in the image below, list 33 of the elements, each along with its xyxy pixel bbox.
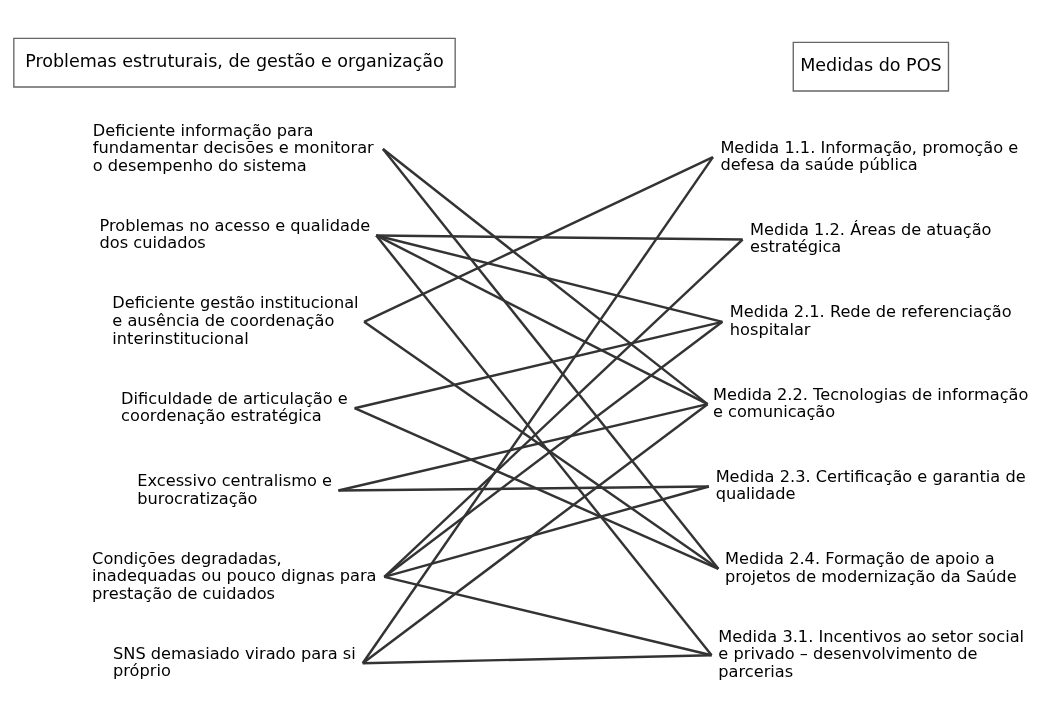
node-text: Medida 2.4. Formação de apoio a projetos de modernização da Saúde	[725, 548, 1017, 586]
node-text: Dificuldade de articulação e coordenação estratégica	[121, 388, 348, 425]
node-text: Medida 2.2. Tecnologias de informação e comunicação	[712, 384, 1029, 421]
connector	[354, 320, 723, 409]
connector	[382, 147, 709, 405]
connector	[361, 402, 709, 664]
connector	[363, 155, 714, 323]
connector	[376, 233, 743, 241]
connector	[361, 155, 714, 664]
node-text: Deficiente gestão institucional e ausência de coordenação interinstitucional	[112, 292, 359, 348]
connector	[338, 484, 709, 492]
node-text: Medida 2.1. Rede de referenciação hospitalar	[729, 301, 1012, 339]
connector	[354, 406, 719, 570]
node-text: Medida 1.1. Informação, promoção e defesa da saúde pública	[720, 137, 1019, 174]
connector	[382, 147, 720, 570]
connector	[384, 575, 712, 656]
node-text: Medida 1.2. Áreas de atuação estratégica	[750, 219, 992, 256]
connector	[338, 402, 708, 492]
label: Medidas do POS	[800, 54, 942, 75]
node-text: SNS demasiado virado para si próprio	[113, 643, 356, 680]
node-text: Deficiente informação para fundamentar decisões e monitorar o desempenho do sistema	[92, 120, 374, 175]
node-text: Problemas no acesso e qualidade dos cuidados	[99, 215, 371, 252]
connector	[375, 234, 713, 656]
node-text: Medida 2.3. Certificação e garantia de qualidade	[715, 466, 1026, 503]
label: Problemas estruturais, de gestão e organização	[25, 50, 444, 71]
node-text: Medida 3.1. Incentivos ao setor social e privado – desenvolvimento de parcerias	[718, 626, 1025, 681]
connector	[362, 653, 712, 665]
node-text: Excessivo centralismo e burocratização	[137, 470, 332, 507]
connector	[375, 233, 723, 323]
node-text: Condições degradadas, inadequadas ou pouco dignas para prestação de cuidados	[92, 548, 377, 603]
connector	[384, 484, 710, 578]
connector	[375, 233, 709, 405]
connector	[383, 238, 744, 578]
